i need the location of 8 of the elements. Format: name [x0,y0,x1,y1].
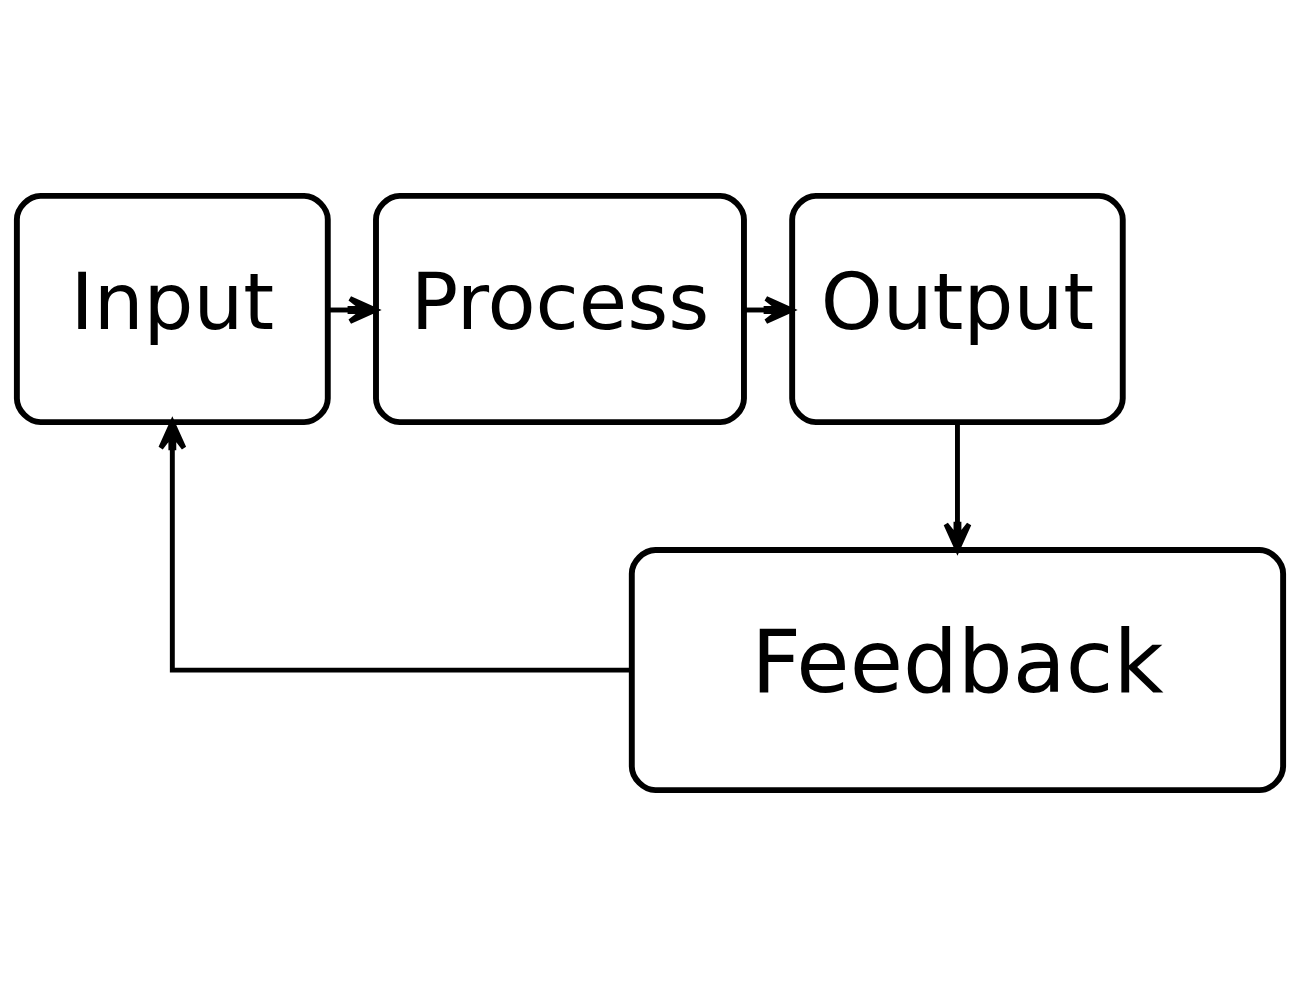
arrow [744,296,795,324]
arrow [943,422,972,553]
arrow [158,419,632,673]
node-box: Input [13,192,331,426]
arrow [328,296,379,324]
node-box: Process [373,192,747,426]
node-box: Feedback [628,547,1287,794]
node-box: Output [789,192,1126,426]
